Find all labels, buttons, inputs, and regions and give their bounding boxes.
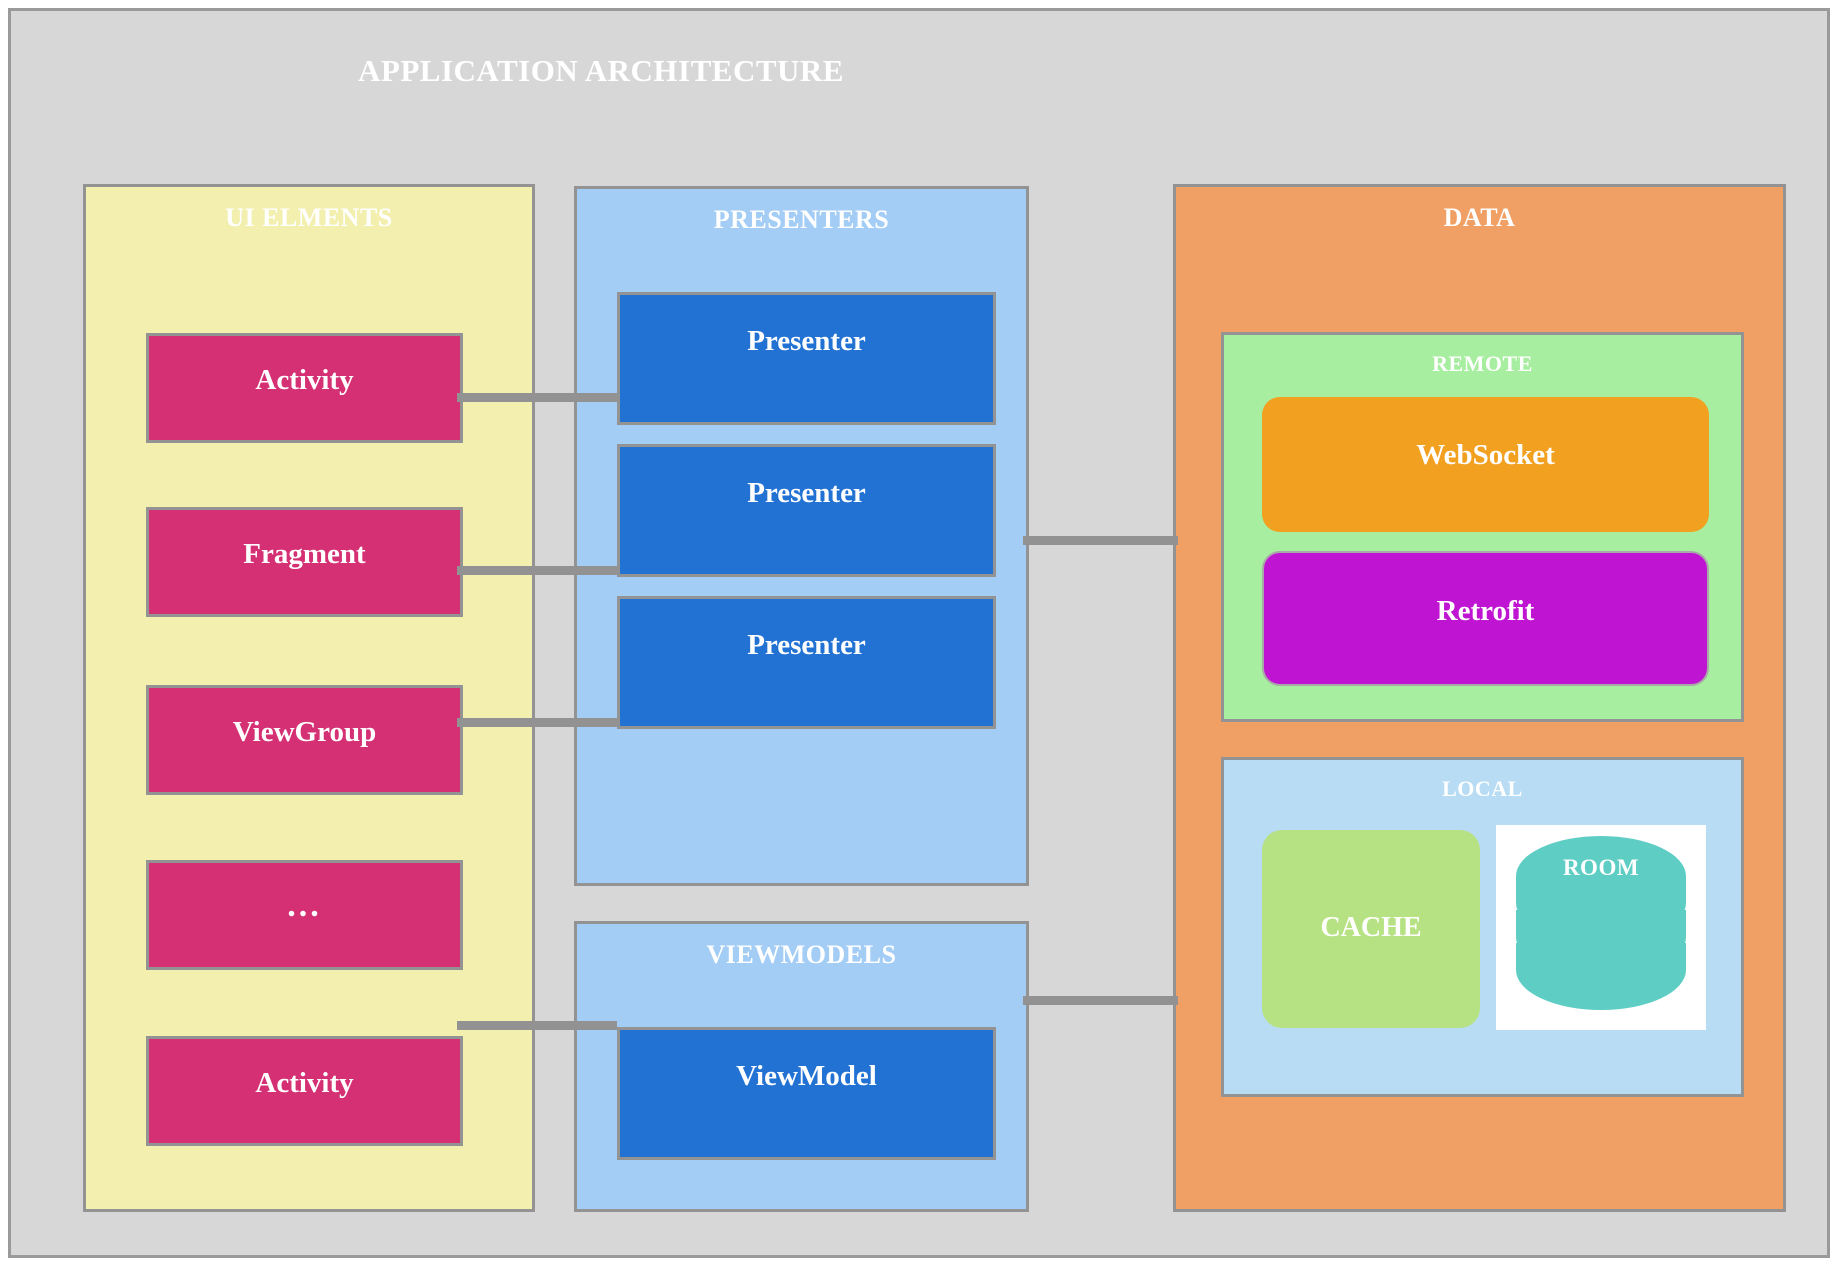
database-cylinder-icon[interactable]: ROOM xyxy=(1496,825,1706,1030)
viewmodel-label: ViewModel xyxy=(736,1060,877,1092)
panel-title-viewmodels: VIEWMODELS xyxy=(706,940,897,969)
page-title: APPLICATION ARCHITECTURE xyxy=(358,53,844,88)
connector-activity-viewmodel xyxy=(457,1021,617,1030)
connector-activity-presenter xyxy=(457,393,617,402)
subpanel-local: LOCAL CACHE xyxy=(1221,757,1744,1097)
presenter-box-2[interactable]: Presenter xyxy=(617,444,996,577)
ui-box-activity-2[interactable]: Activity xyxy=(146,1036,463,1146)
presenter-label: Presenter xyxy=(747,325,866,357)
panel-title-ui-elements: UI ELMENTS xyxy=(225,203,393,232)
panel-viewmodels: VIEWMODELS ViewModel xyxy=(574,921,1029,1212)
ui-box-label: Fragment xyxy=(243,538,366,570)
presenter-box-1[interactable]: Presenter xyxy=(617,292,996,425)
connector-presenters-data xyxy=(1023,536,1178,545)
diagram-outer-frame: APPLICATION ARCHITECTURE UI ELMENTS Acti… xyxy=(8,8,1830,1258)
ui-box-label: Activity xyxy=(255,1067,354,1099)
panel-title-presenters: PRESENTERS xyxy=(713,205,890,234)
chip-label: CACHE xyxy=(1320,912,1422,943)
subpanel-remote: REMOTE WebSocket Retrofit xyxy=(1221,332,1744,722)
ui-box-fragment[interactable]: Fragment xyxy=(146,507,463,617)
panel-ui-elements: UI ELMENTS Activity Fragment ViewGroup .… xyxy=(83,184,535,1212)
subpanel-title-remote: REMOTE xyxy=(1432,351,1533,376)
panel-presenters: PRESENTERS Presenter Presenter Presenter xyxy=(574,186,1029,886)
ui-box-label: Activity xyxy=(255,364,354,396)
panel-title-data: DATA xyxy=(1443,203,1516,232)
connector-viewgroup-presenter xyxy=(457,718,617,727)
ui-box-label: ViewGroup xyxy=(232,716,377,748)
viewmodel-box[interactable]: ViewModel xyxy=(617,1027,996,1160)
chip-websocket[interactable]: WebSocket xyxy=(1262,397,1709,532)
chip-label: WebSocket xyxy=(1416,439,1555,471)
ui-box-label: ... xyxy=(287,887,322,924)
chip-retrofit[interactable]: Retrofit xyxy=(1262,551,1709,686)
presenter-label: Presenter xyxy=(747,629,866,661)
chip-cache[interactable]: CACHE xyxy=(1262,830,1480,1028)
chip-label: Retrofit xyxy=(1436,595,1535,627)
presenter-box-3[interactable]: Presenter xyxy=(617,596,996,729)
presenter-label: Presenter xyxy=(747,477,866,509)
panel-data: DATA REMOTE WebSocket Retrofit LOCAL CAC… xyxy=(1173,184,1786,1212)
connector-fragment-presenter xyxy=(457,566,617,575)
ui-box-viewgroup[interactable]: ViewGroup xyxy=(146,685,463,795)
subpanel-title-local: LOCAL xyxy=(1442,776,1523,801)
ui-box-ellipsis[interactable]: ... xyxy=(146,860,463,970)
connector-viewmodels-data xyxy=(1023,996,1178,1005)
ui-box-activity-1[interactable]: Activity xyxy=(146,333,463,443)
